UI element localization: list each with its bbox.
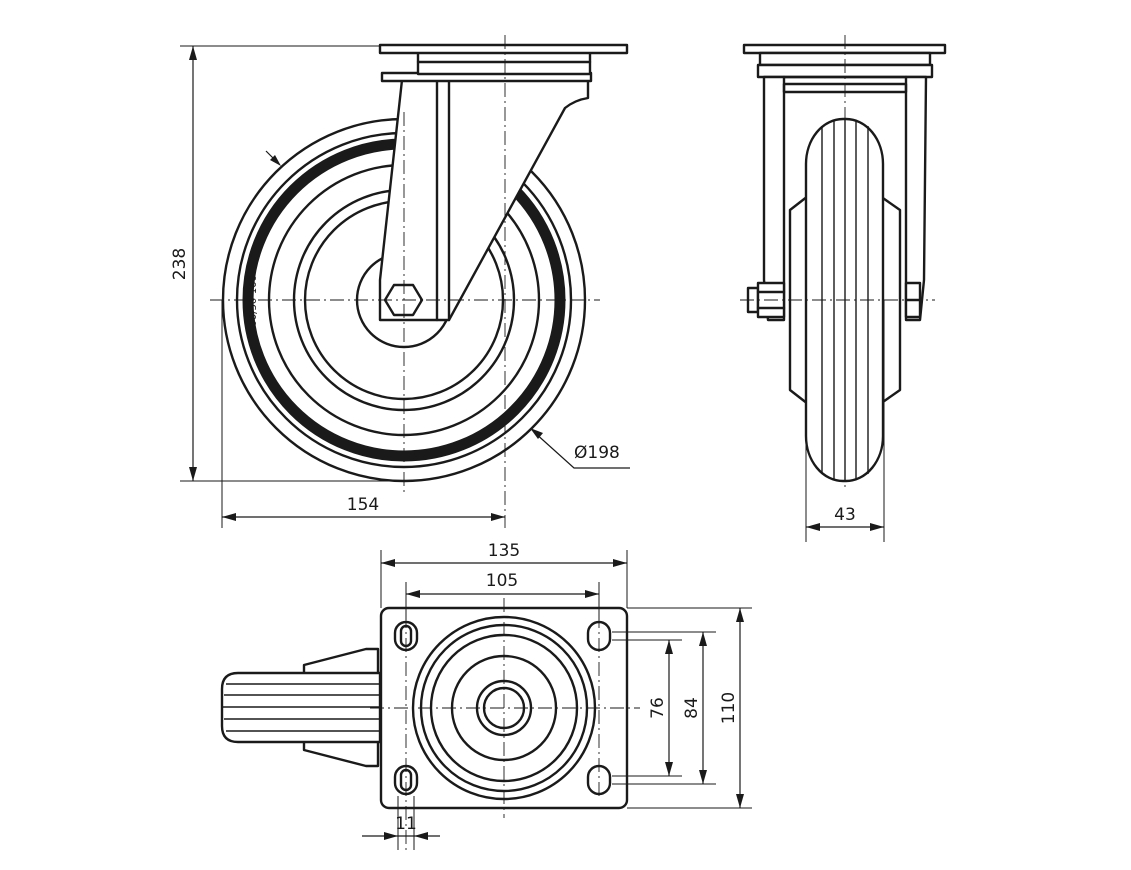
dimension-plate-height-label: 110 — [719, 692, 739, 724]
top-wheel — [220, 647, 382, 768]
dimension-diameter-label: Ø198 — [574, 443, 620, 463]
wheel-marking: 200/50-100 — [248, 275, 259, 333]
dimension-plate-height: 110 — [627, 607, 752, 809]
dimension-hole-spacing-y-outer-label: 84 — [682, 697, 702, 719]
dimension-wheel-width-label: 43 — [834, 505, 856, 525]
dimension-plate-width: 135 — [380, 541, 628, 608]
front-fork — [378, 43, 629, 322]
side-view: 43 — [740, 35, 947, 542]
dimension-hole-spacing-x: 105 — [405, 571, 600, 620]
dimension-height-label: 238 — [170, 248, 190, 280]
dimension-height: 238 — [170, 45, 404, 482]
dimension-hole-diameter: 11 — [362, 796, 440, 850]
dimension-offset: 154 — [221, 300, 505, 528]
dimension-hole-spacing-y-inner-label: 76 — [648, 697, 668, 719]
dimension-hole-spacing-y-outer: 84 — [612, 631, 716, 785]
dimension-hole-spacing-x-label: 105 — [486, 571, 518, 591]
dimension-wheel-width: 43 — [805, 300, 885, 542]
dimension-hole-diameter-label: 11 — [395, 814, 417, 834]
dimension-diameter: Ø198 — [265, 150, 630, 469]
dimension-plate-width-label: 135 — [488, 541, 520, 561]
front-view: 200/50-100 238 154 Ø198 — [170, 35, 630, 528]
dimension-hole-spacing-y-inner: 76 — [612, 639, 682, 777]
top-view: 135 105 110 84 — [220, 541, 752, 850]
dimension-offset-label: 154 — [347, 495, 379, 515]
